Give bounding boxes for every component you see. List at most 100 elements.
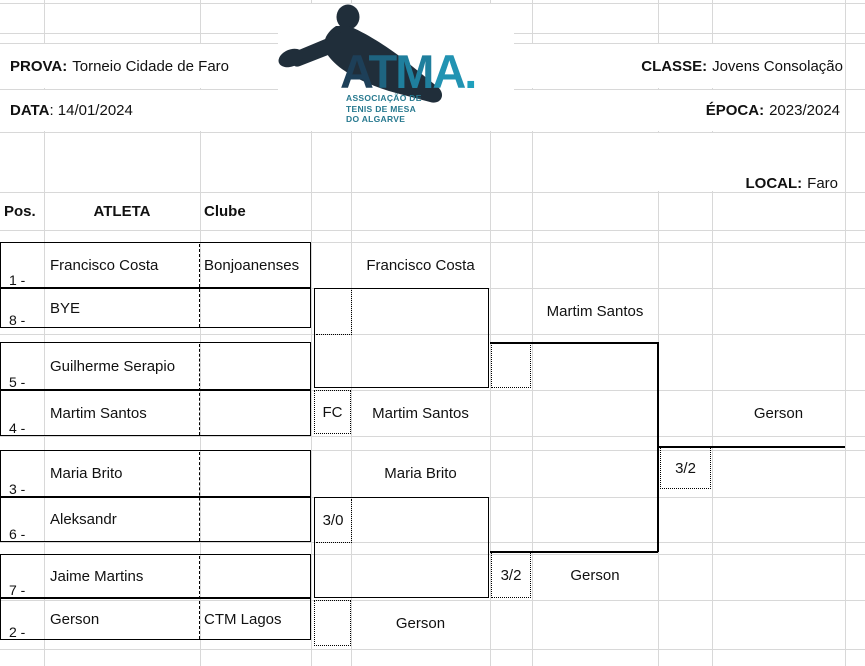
local-label: LOCAL: bbox=[745, 175, 803, 192]
epoca-value: 2023/2024 bbox=[769, 102, 840, 119]
atma-wordmark: ATMA. bbox=[340, 45, 477, 98]
classe-field: CLASSE: Jovens Consolação bbox=[443, 43, 843, 89]
gridline-vertical bbox=[311, 0, 312, 666]
athlete-name: Francisco Costa bbox=[50, 256, 159, 274]
athlete-club: CTM Lagos bbox=[204, 610, 282, 628]
bracket-line-sf2 bbox=[490, 551, 658, 553]
gridline-horizontal bbox=[0, 600, 865, 601]
seed-label: 2 - bbox=[9, 624, 26, 640]
gridline-horizontal bbox=[0, 192, 865, 193]
gridline-horizontal bbox=[0, 3, 865, 4]
athlete-name: Jaime Martins bbox=[50, 567, 144, 585]
score-cell-qf3: 3/0 bbox=[315, 498, 352, 543]
match-divider bbox=[0, 496, 311, 498]
club-separator bbox=[199, 244, 200, 327]
score-cell-qf4 bbox=[314, 600, 351, 646]
wordmark-letter: T bbox=[368, 45, 397, 98]
prova-field: PROVA: Torneio Cidade de Faro bbox=[4, 43, 410, 89]
seed-label: 6 - bbox=[9, 526, 26, 542]
seed-label: 4 - bbox=[9, 420, 26, 436]
wordmark-letter: M bbox=[395, 45, 434, 98]
logo-subtitle-line: TENIS DE MESA bbox=[346, 103, 417, 114]
round2-winner: Maria Brito bbox=[384, 465, 457, 482]
local-field: LOCAL: Faro bbox=[438, 132, 839, 201]
gridline-horizontal bbox=[0, 390, 865, 391]
seed-label: 7 - bbox=[9, 582, 26, 598]
semifinal-winner: Gerson bbox=[570, 566, 620, 584]
epoca-label: ÉPOCA: bbox=[705, 102, 765, 119]
gridline-horizontal bbox=[0, 242, 865, 243]
gridline-vertical bbox=[658, 0, 659, 666]
semifinal-winner: Martim Santos bbox=[546, 302, 644, 320]
seed-label: 8 - bbox=[9, 312, 26, 328]
epoca-field: ÉPOCA: 2023/2024 bbox=[440, 89, 840, 132]
merged-cell-mask bbox=[560, 133, 844, 191]
match-divider bbox=[0, 597, 311, 599]
seed-label: 1 - bbox=[9, 272, 26, 288]
athlete-name: Maria Brito bbox=[50, 465, 123, 482]
column-header-pos: Pos. bbox=[4, 202, 36, 220]
seed-label: 3 - bbox=[9, 481, 26, 497]
score-cell-final: 3/2 bbox=[660, 447, 711, 489]
data-value: : 14/01/2024 bbox=[49, 102, 133, 119]
gridline-vertical bbox=[490, 0, 491, 666]
gridline-vertical bbox=[712, 0, 713, 666]
match-divider bbox=[0, 389, 311, 391]
prova-label: PROVA: bbox=[10, 57, 68, 75]
seed-label: 5 - bbox=[9, 374, 26, 390]
gridline-horizontal bbox=[0, 230, 865, 231]
column-header-clube: Clube bbox=[204, 202, 246, 220]
logo-subtitle-line: ASSOCIAÇÃO DE bbox=[346, 93, 422, 103]
gridline-vertical bbox=[351, 0, 352, 666]
match-divider bbox=[0, 287, 311, 289]
final-winner: Gerson bbox=[753, 404, 804, 422]
bracket-box-sf2 bbox=[314, 497, 489, 598]
wordmark-letter: A bbox=[432, 45, 466, 98]
table-tennis-player-icon bbox=[278, 4, 443, 103]
gridline-horizontal bbox=[0, 554, 865, 555]
bracket-box-sf1 bbox=[314, 288, 489, 388]
bracket-line-final bbox=[657, 446, 845, 448]
round2-winner: Martim Santos bbox=[372, 404, 469, 422]
score-cell-sf1 bbox=[491, 343, 531, 388]
athlete-club: Bonjoanenses bbox=[204, 256, 300, 274]
club-separator bbox=[199, 452, 200, 541]
match-box-qf1 bbox=[0, 242, 311, 328]
athlete-name: Martim Santos bbox=[50, 404, 147, 422]
round2-winner: Gerson bbox=[395, 614, 446, 632]
gridline-vertical bbox=[845, 0, 846, 666]
club-separator bbox=[199, 556, 200, 639]
gridline-horizontal bbox=[0, 649, 865, 650]
athlete-name: Aleksandr bbox=[50, 511, 117, 528]
gridline-horizontal bbox=[0, 334, 865, 335]
gridline-horizontal bbox=[0, 132, 865, 133]
logo-subtitle: ASSOCIAÇÃO DE TENIS DE MESA DO ALGARVE bbox=[346, 93, 422, 125]
prova-value: Torneio Cidade de Faro bbox=[72, 57, 229, 75]
athlete-name: Guilherme Serapio bbox=[50, 357, 176, 375]
athlete-name: Gerson bbox=[50, 610, 100, 628]
gridline-vertical bbox=[200, 0, 201, 666]
merged-cell-mask bbox=[560, 90, 844, 131]
local-value: Faro bbox=[807, 175, 838, 192]
data-label: DATA bbox=[10, 102, 50, 119]
column-header-atleta: ATLETA bbox=[93, 202, 151, 220]
score-cell-sf2: 3/2 bbox=[491, 552, 531, 598]
round2-winner: Francisco Costa bbox=[366, 256, 475, 274]
score-cell-qf2: FC bbox=[314, 390, 351, 434]
score-cell-qf1 bbox=[315, 289, 352, 335]
club-separator bbox=[199, 344, 200, 435]
data-field: DATA : 14/01/2024 bbox=[4, 89, 410, 132]
bracket-line-sf1 bbox=[490, 342, 658, 344]
gridline-horizontal bbox=[0, 450, 865, 451]
gridline-vertical bbox=[532, 0, 533, 666]
classe-label: CLASSE: bbox=[641, 57, 708, 75]
gridline-horizontal bbox=[0, 436, 865, 437]
gridline-vertical bbox=[44, 0, 45, 666]
logo-subtitle-line: DO ALGARVE bbox=[346, 114, 406, 124]
merged-cell-mask bbox=[560, 44, 844, 88]
athlete-name: BYE bbox=[50, 299, 81, 317]
gridline-horizontal bbox=[0, 542, 865, 543]
wordmark-dot: . bbox=[464, 45, 477, 98]
classe-value: Jovens Consolação bbox=[712, 57, 843, 75]
